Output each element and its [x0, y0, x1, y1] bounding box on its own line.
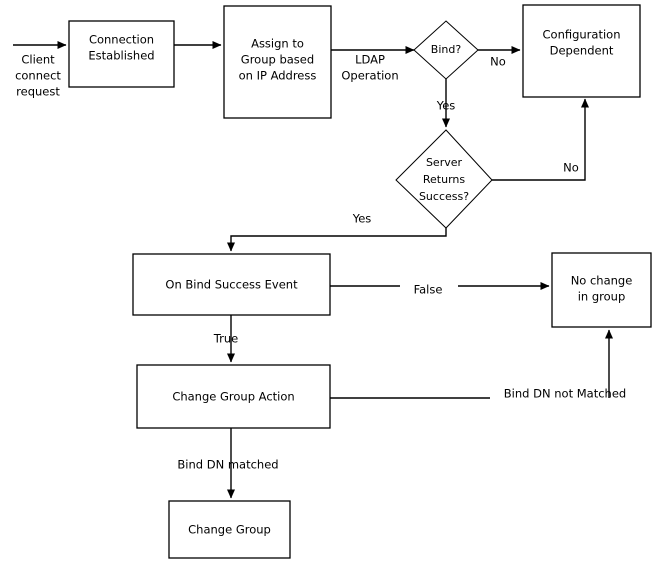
- assign-to-group-label-line-2: Group based: [241, 53, 314, 67]
- assign-to-group-box[interactable]: [223, 5, 332, 119]
- edge-label-bind-dn-not-matched: Bind DN not Matched: [504, 387, 626, 401]
- edge-label-event-true: True: [213, 332, 238, 346]
- assign-to-group-label-line-1: Assign to: [251, 37, 304, 51]
- node-on-bind-success-event[interactable]: On Bind Success Event: [132, 253, 331, 316]
- change-group-box[interactable]: [168, 500, 291, 559]
- connection-established-label-line-1: Connection: [89, 33, 154, 47]
- configuration-dependent-box[interactable]: [522, 4, 641, 98]
- configuration-dependent-label-line-2: Dependent: [550, 44, 614, 58]
- client-connect-request-line-3: request: [16, 85, 60, 99]
- no-change-in-group-label-line-2: in group: [578, 290, 626, 304]
- ldap-operation-line-1: LDAP: [355, 53, 385, 67]
- edge-label-server-yes: Yes: [352, 212, 372, 226]
- edge-server-yes-to-on-bind-success: [227, 228, 447, 252]
- edge-label-event-false: False: [414, 283, 443, 297]
- node-assign-to-group[interactable]: Assign to Group based on IP Address: [223, 5, 332, 119]
- edge-label-bind-yes: Yes: [436, 99, 456, 113]
- client-connect-request-line-2: connect: [15, 69, 61, 83]
- server-returns-success-label-line-1: Server: [426, 156, 463, 169]
- server-returns-success-label-line-2: Returns: [423, 173, 466, 186]
- node-change-group-action[interactable]: Change Group Action: [136, 364, 331, 429]
- edge-label-ldap-operation: LDAP Operation: [341, 53, 398, 83]
- node-connection-established[interactable]: Connection Established: [68, 20, 175, 88]
- assign-to-group-label-line-3: on IP Address: [239, 69, 317, 83]
- node-change-group[interactable]: Change Group: [168, 500, 291, 559]
- edge-label-server-no: No: [563, 161, 579, 175]
- node-bind-decision[interactable]: Bind?: [413, 20, 479, 80]
- on-bind-success-event-label: On Bind Success Event: [165, 278, 298, 292]
- bind-decision-diamond[interactable]: [413, 20, 479, 80]
- edge-label-bind-no: No: [490, 55, 506, 69]
- ldap-operation-line-2: Operation: [341, 69, 398, 83]
- change-group-action-label: Change Group Action: [172, 390, 294, 404]
- node-configuration-dependent[interactable]: Configuration Dependent: [522, 4, 641, 98]
- edge-server-no-to-configuration: [492, 98, 589, 181]
- no-change-in-group-label-line-1: No change: [571, 274, 633, 288]
- no-change-in-group-box[interactable]: [551, 252, 652, 328]
- server-returns-success-diamond[interactable]: [395, 129, 493, 229]
- server-returns-success-label-line-3: Success?: [419, 190, 469, 203]
- on-bind-success-event-box[interactable]: [132, 253, 331, 316]
- node-no-change-in-group[interactable]: No change in group: [551, 252, 652, 328]
- edge-label-client-connect-request: Client connect request: [15, 53, 61, 99]
- bind-decision-label: Bind?: [431, 43, 462, 56]
- edge-label-bind-dn-matched: Bind DN matched: [177, 458, 278, 472]
- connection-established-label-line-2: Established: [88, 49, 154, 63]
- connection-established-box[interactable]: [68, 20, 175, 88]
- change-group-label: Change Group: [188, 523, 271, 537]
- configuration-dependent-label-line-1: Configuration: [543, 28, 621, 42]
- client-connect-request-line-1: Client: [21, 53, 55, 67]
- change-group-action-box[interactable]: [136, 364, 331, 429]
- node-server-returns-success[interactable]: Server Returns Success?: [395, 129, 493, 229]
